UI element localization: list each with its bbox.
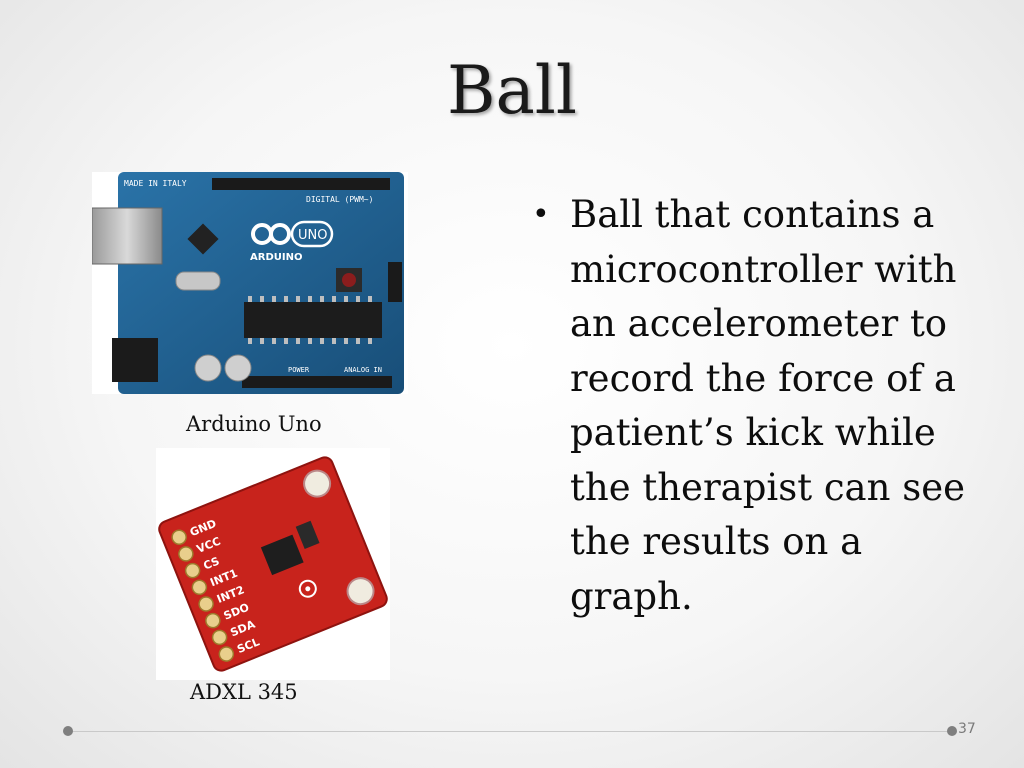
arduino-brand-label: ARDUINO [250,252,302,263]
adxl345-board-drawing: GND VCC CS INT1 INT2 SDO SDA SCL [158,456,388,672]
adxl345-image: GND VCC CS INT1 INT2 SDO SDA SCL [156,448,390,680]
analog-in-label: ANALOG IN [344,366,382,374]
slide-title: Ball [446,52,578,129]
digital-label: DIGITAL (PWM~) [306,195,373,204]
arduino-uno-image: MADE IN ITALY DIGITAL (PWM~) ARDUINO UNO… [92,172,408,394]
bullet-marker: • [532,197,550,232]
footer-right-dot [947,726,957,736]
bullet-item: • Ball that contains a microcontroller w… [530,188,970,624]
bullet-list: • Ball that contains a microcontroller w… [530,188,970,624]
atmega-chip [244,302,382,338]
usb-port [92,207,163,265]
uno-model-label: UNO [298,228,327,243]
adxl-chip [260,534,304,576]
bullet-text: Ball that contains a microcontroller wit… [570,193,965,618]
footer-divider [68,731,952,732]
page-number: 37 [958,721,976,737]
footer-left-dot [63,726,73,736]
power-label: POWER [288,366,310,374]
adxl345-caption: ADXL 345 [190,680,298,704]
arduino-uno-caption: Arduino Uno [186,412,322,436]
power-jack [112,338,158,382]
arduino-board-drawing: MADE IN ITALY DIGITAL (PWM~) ARDUINO UNO… [92,172,404,394]
made-in-italy-label: MADE IN ITALY [124,179,187,188]
adxl-pin-label: CS [201,554,221,572]
